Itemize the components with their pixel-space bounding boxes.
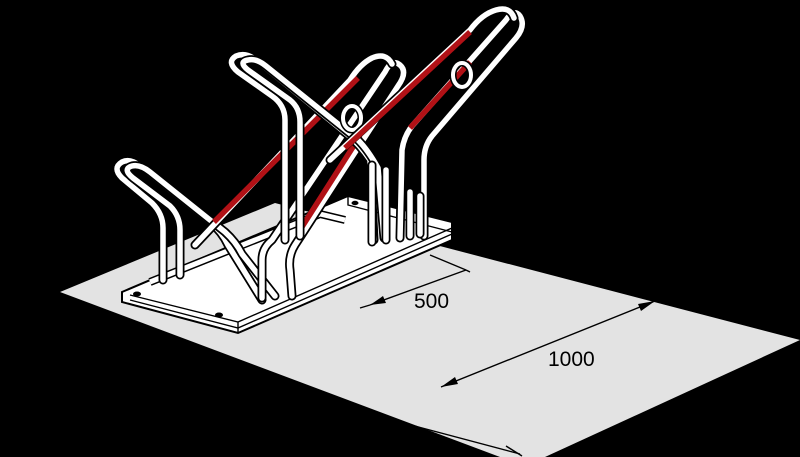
dimension-length	[2, 311, 523, 457]
dimension-height-offset-label: 55	[532, 254, 553, 275]
dimension-depth-label: 1000	[548, 348, 595, 371]
rack-hoop-3	[227, 50, 389, 245]
rack-hoop-4	[325, 4, 527, 243]
dimension-length-label: 1850	[214, 396, 261, 419]
floor-edge	[0, 291, 61, 321]
dimension-depth	[440, 300, 656, 388]
dimension-height-offset	[439, 219, 581, 259]
dimension-spacing-label: 500	[414, 290, 449, 313]
dimension-spacing	[359, 254, 471, 309]
rack-hoop-1	[112, 156, 280, 305]
rear-uprights	[367, 160, 425, 247]
rack-hoop-2	[190, 51, 408, 303]
